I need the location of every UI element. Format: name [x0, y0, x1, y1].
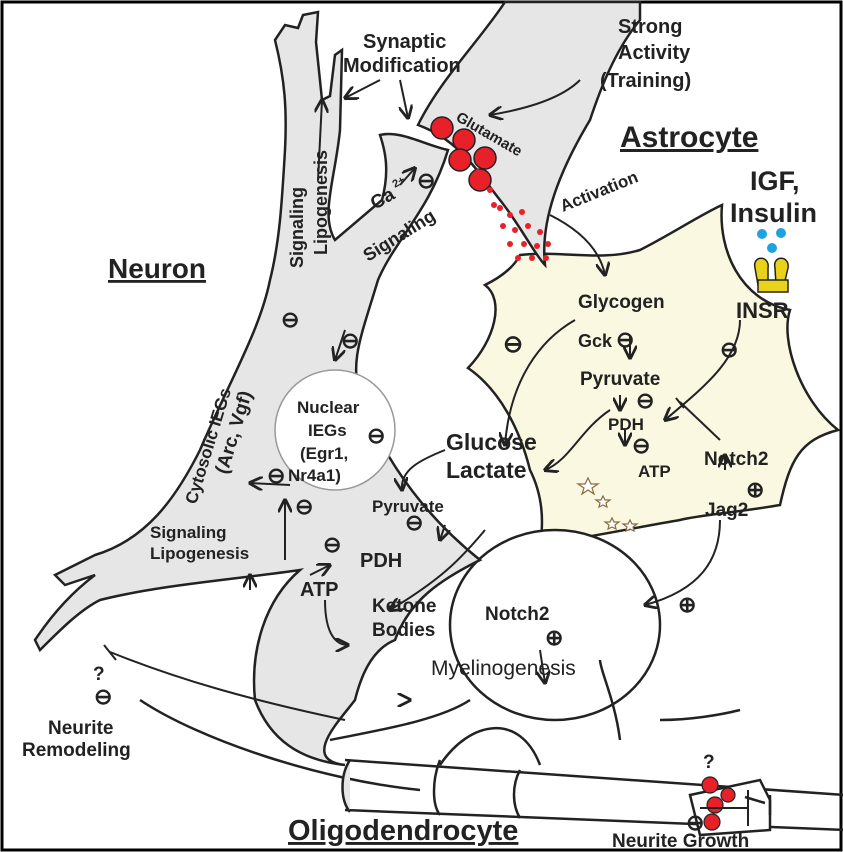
minus-symbol: ⊖ — [295, 494, 313, 519]
minus-symbol: ⊖ — [503, 331, 523, 358]
astrocyte-title: Astrocyte — [620, 121, 758, 154]
minus-symbol: ⊖ — [367, 423, 385, 448]
minus-symbol: ⊖ — [94, 684, 112, 709]
strong-label: Strong — [618, 16, 682, 38]
signaling-top-label: Signaling — [287, 187, 307, 268]
question-right: ? — [703, 752, 715, 773]
minus-symbol: ⊖ — [323, 532, 341, 557]
training-label: (Training) — [600, 70, 691, 92]
pyruvate-astrocyte-label: Pyruvate — [580, 369, 660, 390]
remodeling-label: Remodeling — [22, 740, 131, 761]
neurite-growth-label: Neurite Growth — [612, 831, 749, 852]
minus-symbol: ⊖ — [281, 307, 299, 332]
neurite-label: Neurite — [48, 718, 113, 739]
nuclear-iegs-label: IEGs — [308, 421, 347, 440]
minus-symbol: ⊖ — [632, 433, 650, 458]
plus-symbol: ⊕ — [678, 592, 696, 617]
glycogen-label: Glycogen — [578, 292, 665, 313]
igf-label: IGF, — [750, 166, 800, 196]
neuron-body — [35, 12, 480, 765]
minus-symbol: ⊖ — [720, 337, 738, 362]
pdh-astrocyte-label: PDH — [608, 415, 644, 434]
synaptic-label: Synaptic — [363, 31, 446, 53]
minus-symbol: ⊖ — [686, 810, 704, 835]
nuclear-label: Nuclear — [297, 398, 360, 417]
lactate-label: Lactate — [446, 457, 527, 483]
plus-symbol: ⊕ — [545, 625, 563, 650]
insr-label: INSR — [736, 298, 789, 323]
nr4a1-label: Nr4a1) — [288, 466, 341, 485]
notch2-oligo-label: Notch2 — [485, 604, 549, 625]
atp-astrocyte-label: ATP — [638, 462, 671, 481]
insr-receptor — [755, 228, 788, 292]
jag2-label: Jag2 — [705, 500, 748, 521]
minus-symbol: ⊖ — [267, 463, 285, 488]
minus-symbol: ⊖ — [341, 328, 359, 353]
minus-symbol: ⊖ — [417, 168, 435, 193]
lipogenesis-top-label: Lipogenesis — [311, 150, 331, 255]
neuron-title: Neuron — [108, 253, 206, 284]
pdh-neuron-label: PDH — [360, 550, 402, 572]
activation-label: Activation — [557, 167, 640, 215]
insulin-label: Insulin — [730, 198, 817, 228]
minus-symbol: ⊖ — [636, 388, 654, 413]
plus-symbol: ⊕ — [746, 477, 764, 502]
question-left: ? — [93, 664, 105, 685]
egr1-label: (Egr1, — [300, 444, 348, 463]
lipogenesis-bottom-label: Lipogenesis — [150, 544, 249, 563]
modification-label: Modification — [343, 55, 461, 77]
minus-symbol: ⊖ — [405, 510, 423, 535]
ketone-label: Ketone — [372, 596, 436, 617]
notch2-astrocyte-label: Notch2 — [704, 449, 768, 470]
bodies-label: Bodies — [372, 620, 435, 641]
gck-label: Gck — [578, 331, 613, 351]
activity-label: Activity — [618, 42, 691, 64]
myelinogenesis-label: Myelinogenesis — [431, 657, 576, 680]
oligodendrocyte-title: Oligodendrocyte — [288, 815, 518, 847]
glucose-label: Glucose — [446, 429, 537, 455]
atp-neuron-label: ATP — [300, 579, 339, 601]
minus-symbol: ⊖ — [616, 327, 634, 352]
signaling-bottom-label: Signaling — [150, 523, 227, 542]
